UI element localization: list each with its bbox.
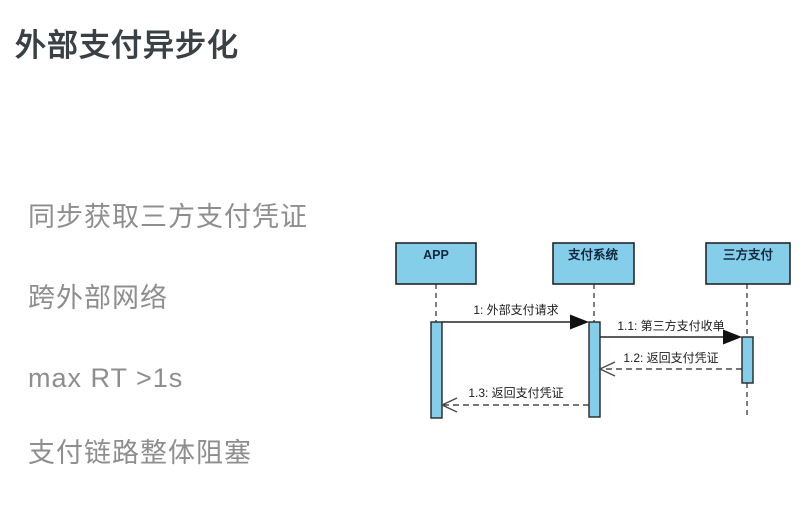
actor-box-app bbox=[395, 242, 477, 285]
bullet-sync-credential: 同步获取三方支付凭证 bbox=[28, 202, 308, 232]
bullet-payment-blocking: 支付链路整体阻塞 bbox=[28, 438, 252, 468]
activation-bar-app bbox=[430, 321, 443, 419]
message-2-arrowhead bbox=[723, 329, 742, 345]
actor-label-app: APP bbox=[423, 248, 449, 262]
bullet-max-rt: max RT >1s bbox=[28, 363, 184, 393]
bullet-external-network: 跨外部网络 bbox=[28, 283, 168, 313]
actor-label-pay-system: 支付系统 bbox=[567, 247, 619, 262]
actor-box-pay-system bbox=[552, 242, 635, 285]
actor-label-third-party: 三方支付 bbox=[723, 247, 774, 262]
message-3-label: 1.2: 返回支付凭证 bbox=[623, 350, 718, 365]
message-2-label: 1.1: 第三方支付收单 bbox=[617, 318, 724, 333]
message-3-arrowhead bbox=[598, 361, 616, 377]
actor-box-third-party bbox=[705, 242, 791, 285]
activation-bar-third-party bbox=[741, 336, 754, 384]
message-1-label: 1: 外部支付请求 bbox=[473, 302, 558, 317]
message-1-arrowhead bbox=[570, 314, 589, 330]
message-4-arrowhead bbox=[440, 397, 458, 413]
message-4-label: 1.3: 返回支付凭证 bbox=[468, 385, 563, 400]
page-title: 外部支付异步化 bbox=[15, 28, 239, 63]
activation-bar-pay-system bbox=[588, 321, 601, 418]
